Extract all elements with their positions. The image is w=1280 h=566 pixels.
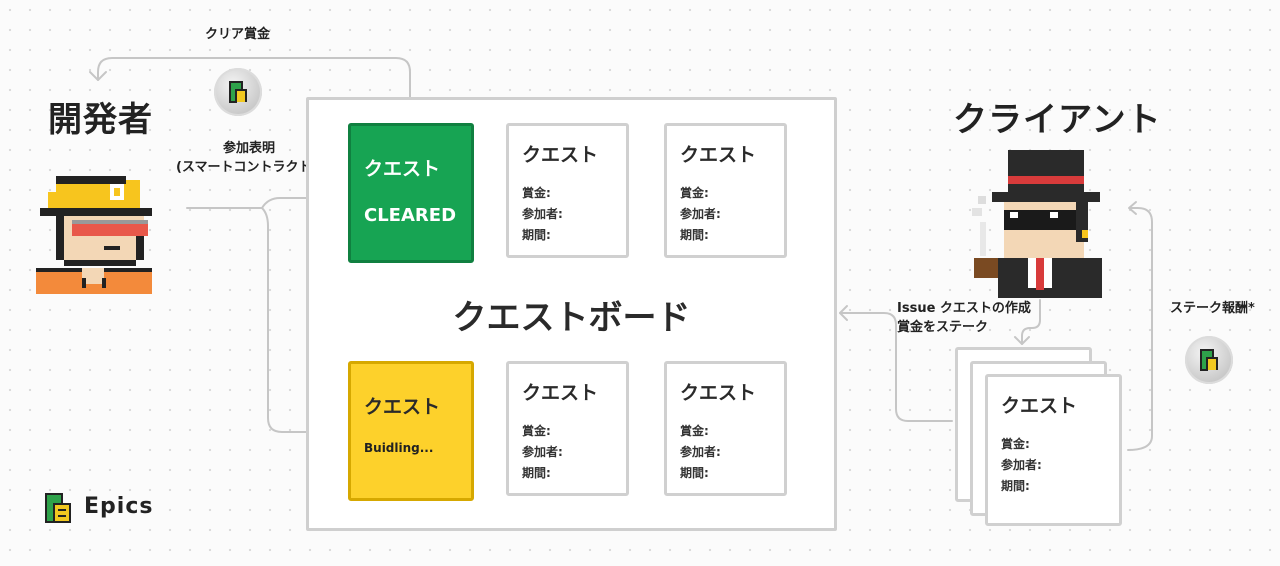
developer-title: 開発者 [48, 100, 153, 140]
join-label-line2: (スマートコントラクト) [176, 160, 318, 175]
quest-card[interactable]: クエスト 賞金: 参加者: 期間: [664, 361, 787, 496]
issue-arrowhead [1014, 336, 1030, 345]
client-title: クライアント [953, 100, 1162, 140]
card-bounty: 賞金: [680, 186, 709, 200]
epics-logo-icon [45, 493, 71, 523]
card-title: クエスト [522, 144, 599, 166]
reward-arrow [1127, 207, 1153, 451]
card-participants: 参加者: [1001, 458, 1042, 472]
card-bounty: 賞金: [1001, 437, 1030, 451]
quest-board-title: クエストボード [452, 298, 691, 338]
clear-bounty-arrowhead [89, 71, 107, 81]
epics-coin-icon [214, 68, 262, 116]
quest-card[interactable]: クエスト 賞金: 参加者: 期間: [506, 123, 629, 258]
card-title: クエスト [680, 144, 757, 166]
card-status: Buidling... [364, 441, 434, 455]
developer-avatar-icon [36, 176, 152, 294]
reward-arrowhead [1128, 201, 1137, 215]
clear-bounty-label: クリア賞金 [205, 27, 271, 42]
quest-card-cleared[interactable]: クエスト CLEARED [348, 123, 474, 263]
logo-text: Epics [84, 494, 154, 519]
card-status: CLEARED [364, 205, 457, 226]
card-period: 期間: [680, 466, 709, 480]
card-bounty: 賞金: [522, 186, 551, 200]
card-participants: 参加者: [522, 445, 563, 459]
card-participants: 参加者: [522, 207, 563, 221]
join-arrow-top [261, 197, 343, 209]
card-period: 期間: [522, 228, 551, 242]
quest-stack-card-front[interactable]: クエスト 賞金: 参加者: 期間: [985, 374, 1122, 526]
quest-card[interactable]: クエスト 賞金: 参加者: 期間: [664, 123, 787, 258]
card-title: クエスト [522, 382, 599, 404]
client-avatar-icon [972, 150, 1102, 298]
epics-coin-icon [1185, 336, 1233, 384]
card-participants: 参加者: [680, 207, 721, 221]
card-period: 期間: [680, 228, 709, 242]
clear-bounty-arrow [97, 57, 411, 123]
quest-card[interactable]: クエスト 賞金: 参加者: 期間: [506, 361, 629, 496]
stake-arrowhead [839, 305, 848, 321]
join-label-line1: 参加表明 [223, 141, 276, 156]
card-title: クエスト [364, 396, 441, 418]
card-period: 期間: [522, 466, 551, 480]
stake-reward-label: ステーク報酬* [1170, 301, 1255, 316]
card-bounty: 賞金: [680, 424, 709, 438]
card-period: 期間: [1001, 479, 1030, 493]
issue-label-line1: Issue クエストの作成 [897, 301, 1031, 316]
card-participants: 参加者: [680, 445, 721, 459]
card-title: クエスト [1001, 395, 1078, 417]
join-arrow-bottom [261, 207, 343, 433]
card-bounty: 賞金: [522, 424, 551, 438]
card-title: クエスト [364, 158, 441, 180]
quest-card-building[interactable]: クエスト Buidling... [348, 361, 474, 501]
issue-arrow [1021, 299, 1041, 345]
issue-label-line2: 賞金をステーク [897, 320, 989, 335]
stake-arrow [839, 312, 953, 422]
card-title: クエスト [680, 382, 757, 404]
